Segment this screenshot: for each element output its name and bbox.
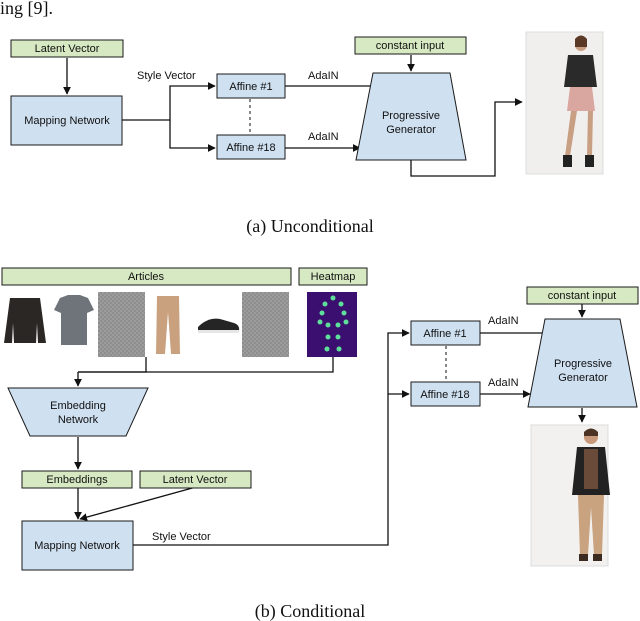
top-text-fragment: ing [9]. [0, 0, 53, 18]
adain-1-label-b: AdaIN [488, 315, 519, 327]
affine-18-box [216, 134, 286, 160]
constant-input-box-b [526, 286, 639, 305]
mapping-network-box-b [21, 520, 134, 571]
progressive-generator-trapezoid-b [527, 318, 638, 408]
heatmap-label: Heatmap [311, 271, 356, 283]
heatmap-image [307, 292, 357, 357]
arrow-latent-to-mapping-b [79, 486, 197, 521]
generator-label-line2-b: Generator [558, 372, 608, 384]
embedding-network-trapezoid [7, 387, 149, 437]
affine-1-box [216, 73, 286, 99]
affine-1-label: Affine #1 [229, 81, 272, 93]
generator-label-line1: Progressive [382, 110, 440, 122]
mapping-network-box [10, 95, 123, 146]
wire-style-to-affine1-b [133, 329, 410, 546]
mapping-network-label: Mapping Network [24, 115, 110, 127]
style-vector-label-b: Style Vector [152, 531, 211, 543]
generator-label-line2: Generator [386, 124, 436, 136]
article-tshirt-image [50, 292, 97, 357]
mapping-network-label-b: Mapping Network [34, 540, 120, 552]
affine-18-box-b [410, 381, 481, 407]
affine-1-label-b: Affine #1 [423, 328, 466, 340]
arrow-generator-to-output [410, 98, 523, 177]
embeddings-label: Embeddings [46, 474, 108, 486]
adain-18-label-b: AdaIN [488, 377, 519, 389]
constant-input-label-b: constant input [548, 290, 617, 302]
latent-vector-label-b: Latent Vector [163, 474, 228, 486]
embedding-label-line2: Network [58, 414, 99, 426]
article-empty-slot-1 [98, 292, 145, 357]
progressive-generator-trapezoid [355, 72, 467, 161]
affine-18-label-b: Affine #18 [420, 389, 469, 401]
style-vector-label: Style Vector [137, 70, 196, 82]
embedding-label-line1: Embedding [50, 400, 106, 412]
article-jacket-image [2, 292, 49, 357]
affine-18-label: Affine #18 [226, 142, 275, 154]
latent-vector-box [10, 39, 124, 58]
latent-vector-box-b [139, 470, 252, 489]
wire-heatmap-merge [78, 357, 334, 373]
adain-18-label: AdaIN [308, 131, 339, 143]
embeddings-box [21, 470, 133, 489]
article-empty-slot-2 [242, 292, 289, 357]
wire-articles-merge [78, 357, 147, 373]
conditional-diagram: Articles Heatmap [1, 267, 639, 621]
caption-unconditional: (a) Unconditional [246, 216, 373, 237]
wire-style-to-affine1 [122, 82, 216, 121]
affine-1-box-b [410, 320, 481, 346]
article-shoe-image [194, 292, 241, 357]
output-model-image-b [530, 424, 610, 567]
constant-input-label: constant input [376, 40, 445, 52]
adain-1-label: AdaIN [308, 70, 339, 82]
generator-label-line1-b: Progressive [554, 358, 612, 370]
article-thumbnails [2, 292, 289, 357]
articles-label: Articles [128, 271, 165, 283]
article-trousers-image [146, 292, 193, 357]
constant-input-box [354, 36, 467, 55]
unconditional-diagram: Latent Vector Mapping Network Style Vect… [10, 31, 604, 237]
latent-vector-label: Latent Vector [35, 43, 100, 55]
heatmap-header-box [298, 267, 368, 286]
wire-style-to-affine18 [169, 120, 216, 152]
articles-header-box [1, 267, 292, 286]
output-model-image [525, 31, 604, 175]
caption-conditional: (b) Conditional [255, 601, 366, 621]
